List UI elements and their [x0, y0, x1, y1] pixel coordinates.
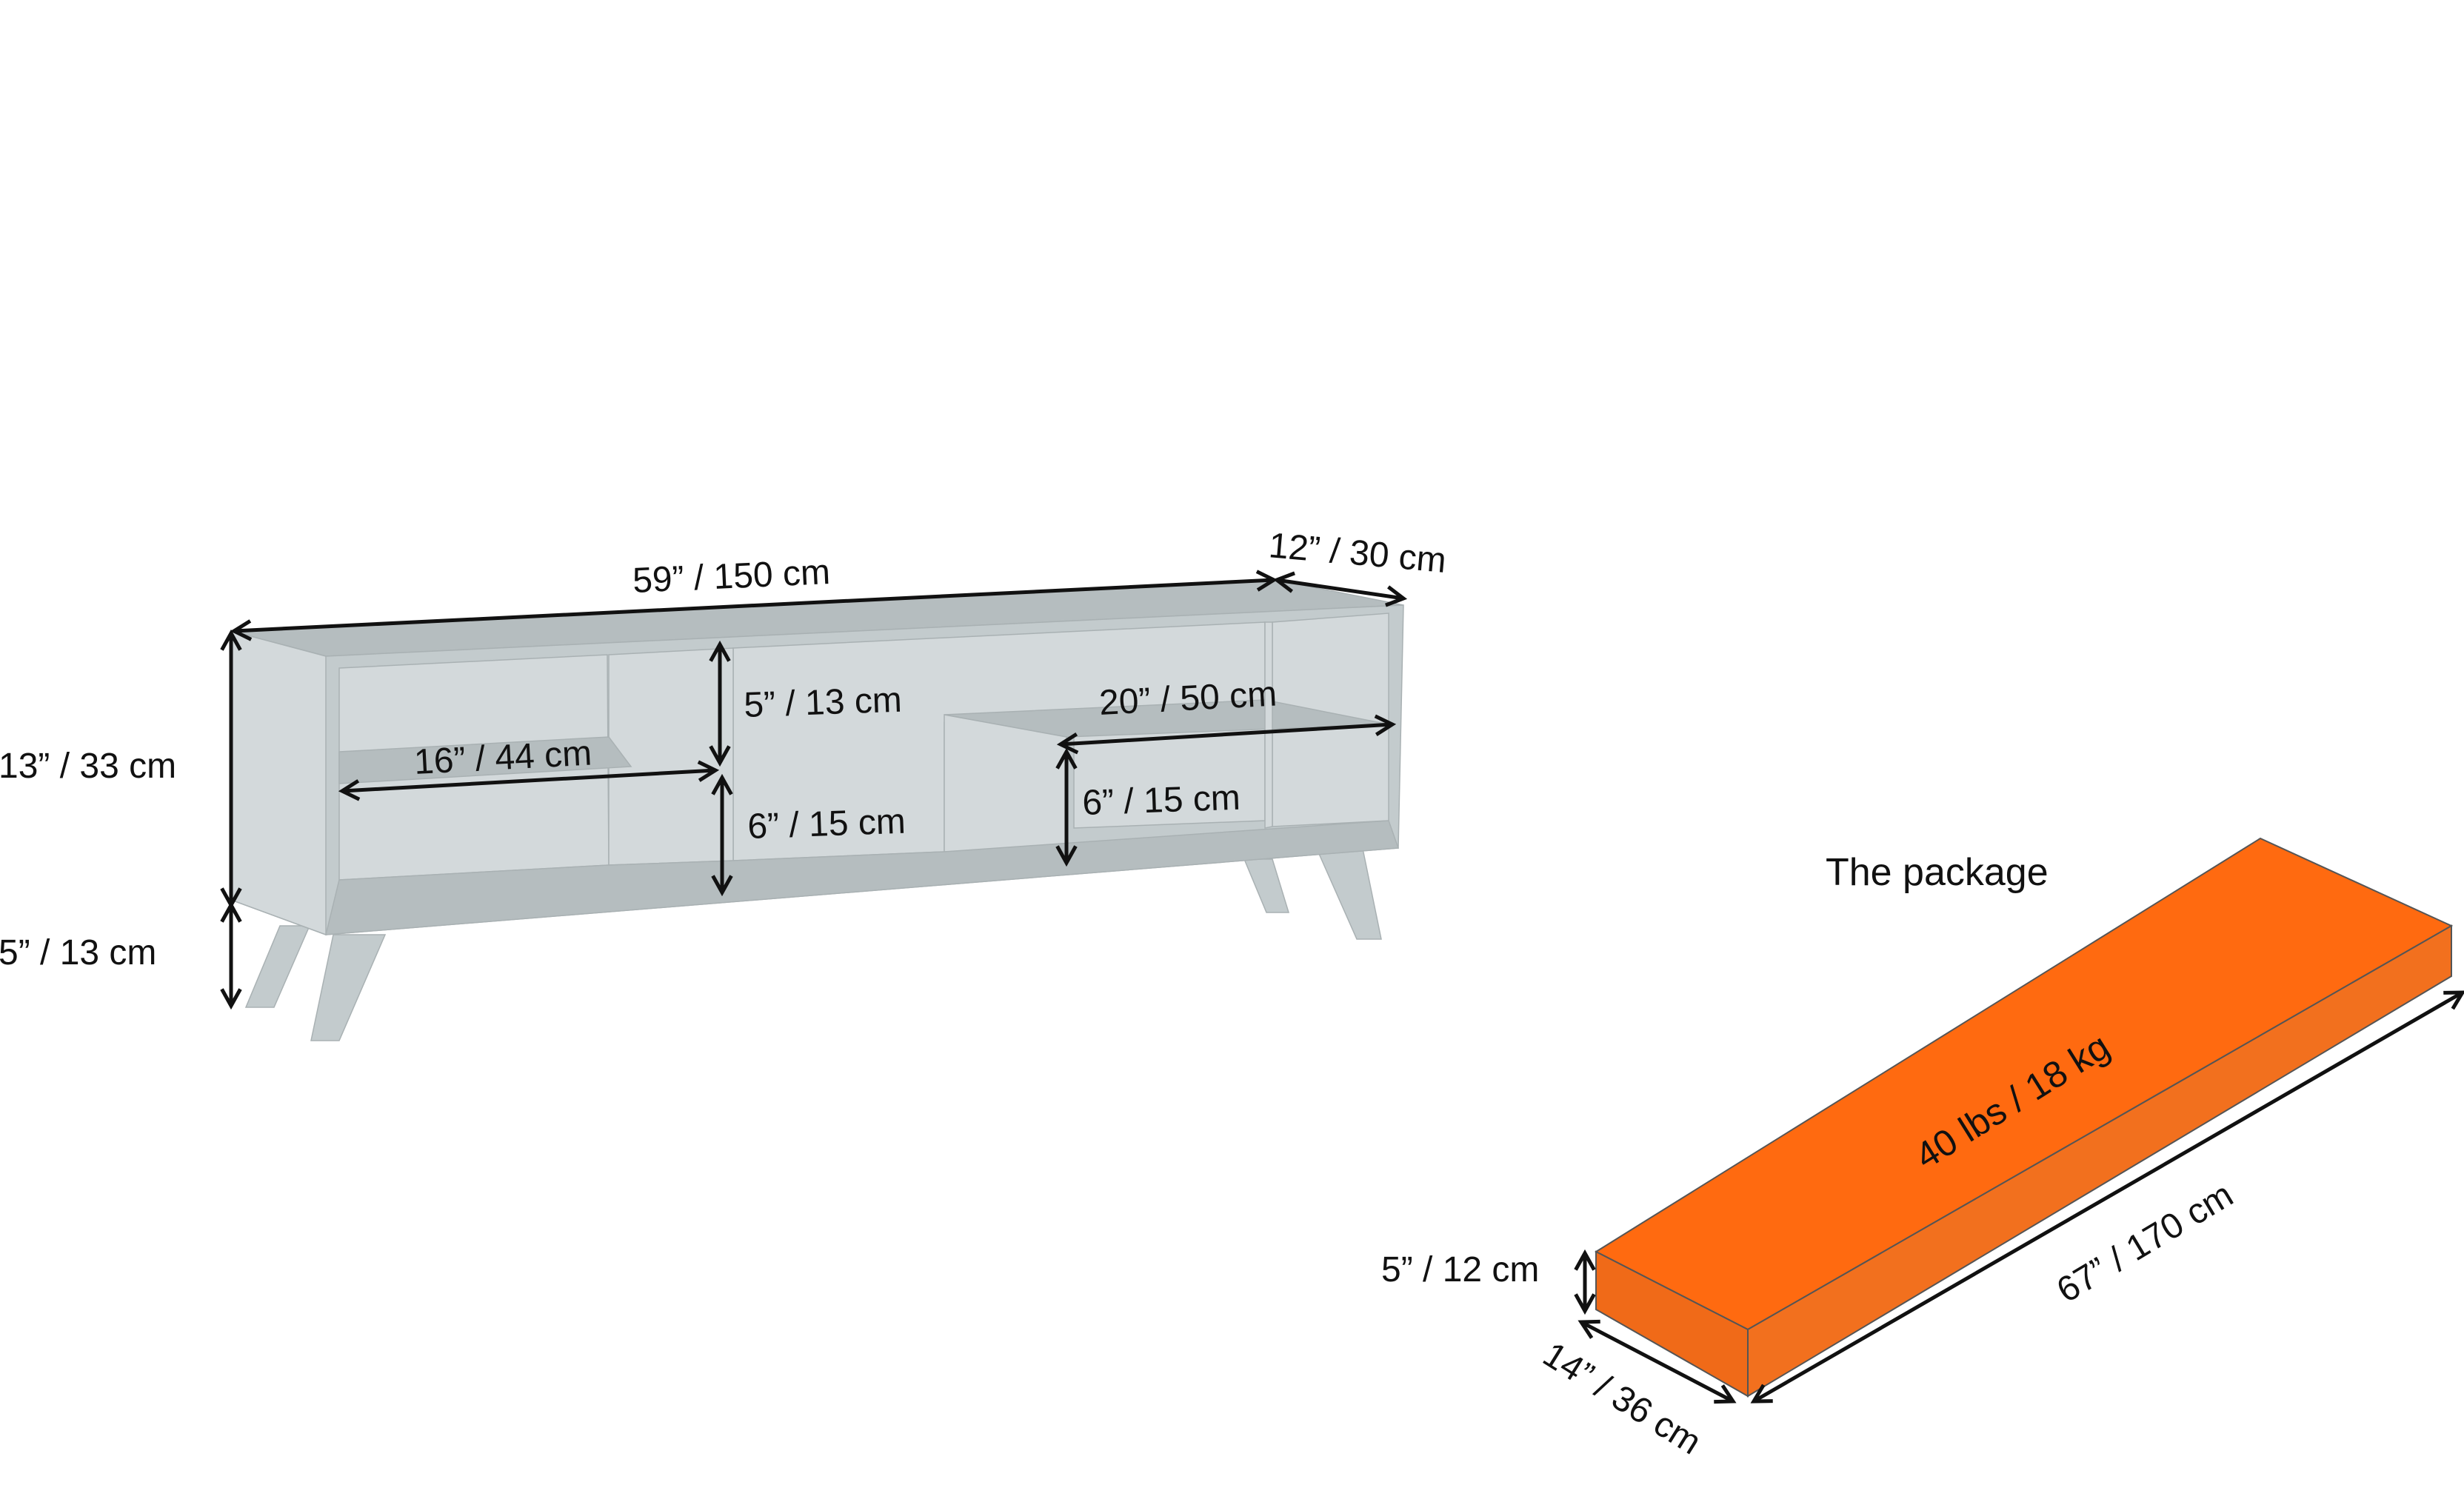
upper-compartment-height-label: 5” / 13 cm — [744, 681, 903, 725]
width-arrow — [234, 580, 1274, 631]
left-shelf-width-label: 16” / 44 cm — [413, 733, 593, 781]
depth-arrow — [1277, 580, 1403, 598]
bottom-shelf — [325, 820, 1400, 935]
tv-stand-illustration — [230, 578, 1404, 1041]
package-title: The package — [1826, 851, 2049, 894]
right-shelf-width-arrow — [1061, 724, 1392, 744]
tv-stand-dimensions: 59” / 150 cm 12” / 30 cm 13” / 33 cm 5” … — [0, 526, 1448, 1006]
width-label: 59” / 150 cm — [632, 553, 831, 601]
center-divider — [608, 647, 734, 866]
tv-stand-left-side — [230, 630, 327, 936]
right-box-front — [944, 714, 1067, 852]
front-right-leg — [1315, 848, 1382, 940]
right-compartment-height-label: 6” / 15 cm — [1082, 778, 1241, 823]
package-length-arrow — [1754, 992, 2463, 1401]
depth-label: 12” / 30 cm — [1267, 526, 1448, 581]
back-right-leg — [1243, 858, 1290, 913]
leg-height-label: 5” / 13 cm — [0, 933, 156, 972]
package-width-arrow — [1581, 1322, 1733, 1401]
right-divider — [1264, 621, 1273, 829]
left-shelf-width-arrow — [342, 770, 715, 791]
package-height-label: 5” / 12 cm — [1381, 1250, 1539, 1289]
height-label: 13” / 33 cm — [0, 747, 176, 786]
right-shelf-width-label: 20” / 50 cm — [1098, 674, 1278, 722]
front-left-leg — [310, 934, 387, 1041]
back-left-leg — [244, 925, 311, 1008]
lower-compartment-height-label: 6” / 15 cm — [747, 802, 907, 847]
